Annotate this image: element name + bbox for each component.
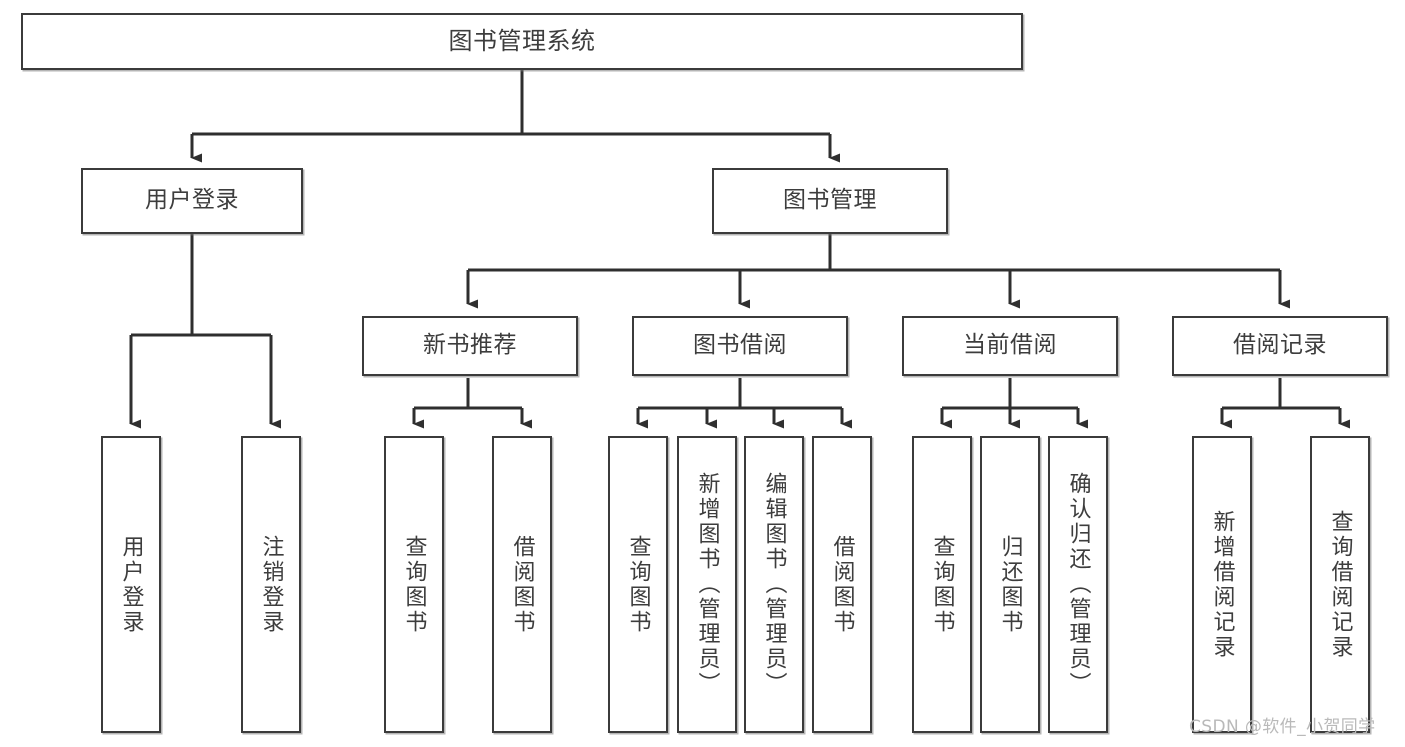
node-leaf-edit-book[interactable]: 编辑图书（管理员） [744,436,804,733]
node-leaf-return-book-label: 归还图书 [997,534,1023,635]
node-leaf-query-book-1[interactable]: 查询图书 [384,436,444,733]
node-leaf-user-login[interactable]: 用户登录 [101,436,161,733]
node-borrow-record-label: 借阅记录 [1233,332,1327,359]
node-leaf-borrow-book-1[interactable]: 借阅图书 [492,436,552,733]
node-leaf-logout-label: 注销登录 [258,534,284,635]
node-leaf-confirm-return-label: 确认归还（管理员） [1065,472,1091,697]
node-leaf-user-login-label: 用户登录 [118,534,144,635]
node-leaf-borrow-book-2-label: 借阅图书 [829,534,855,635]
node-leaf-query-book-3-label: 查询图书 [929,534,955,635]
node-book-borrow[interactable]: 图书借阅 [632,316,848,376]
watermark: CSDN @软件_小贺同学 [1189,717,1376,737]
node-leaf-query-record[interactable]: 查询借阅记录 [1310,436,1370,733]
node-leaf-borrow-book-2[interactable]: 借阅图书 [812,436,872,733]
node-leaf-edit-book-label: 编辑图书（管理员） [761,472,787,697]
node-new-book-recommend-label: 新书推荐 [423,332,517,359]
node-new-book-recommend[interactable]: 新书推荐 [362,316,578,376]
node-leaf-logout[interactable]: 注销登录 [241,436,301,733]
node-leaf-borrow-book-1-label: 借阅图书 [509,534,535,635]
node-borrow-record[interactable]: 借阅记录 [1172,316,1388,376]
node-leaf-query-book-1-label: 查询图书 [401,534,427,635]
node-leaf-query-record-label: 查询借阅记录 [1327,509,1353,660]
node-user-login-label: 用户登录 [145,187,239,214]
node-leaf-add-record-label: 新增借阅记录 [1209,509,1235,660]
node-current-borrow-label: 当前借阅 [963,332,1057,359]
node-book-borrow-label: 图书借阅 [693,332,787,359]
node-leaf-query-book-3[interactable]: 查询图书 [912,436,972,733]
node-current-borrow[interactable]: 当前借阅 [902,316,1118,376]
node-leaf-add-record[interactable]: 新增借阅记录 [1192,436,1252,733]
node-root-label: 图书管理系统 [448,27,596,56]
node-book-manage[interactable]: 图书管理 [712,168,948,234]
node-book-manage-label: 图书管理 [783,187,877,214]
node-leaf-return-book[interactable]: 归还图书 [980,436,1040,733]
node-leaf-query-book-2-label: 查询图书 [625,534,651,635]
node-user-login[interactable]: 用户登录 [81,168,303,234]
node-leaf-add-book-label: 新增图书（管理员） [694,472,720,697]
node-leaf-add-book[interactable]: 新增图书（管理员） [677,436,737,733]
node-leaf-query-book-2[interactable]: 查询图书 [608,436,668,733]
node-root[interactable]: 图书管理系统 [21,13,1023,70]
node-leaf-confirm-return[interactable]: 确认归还（管理员） [1048,436,1108,733]
